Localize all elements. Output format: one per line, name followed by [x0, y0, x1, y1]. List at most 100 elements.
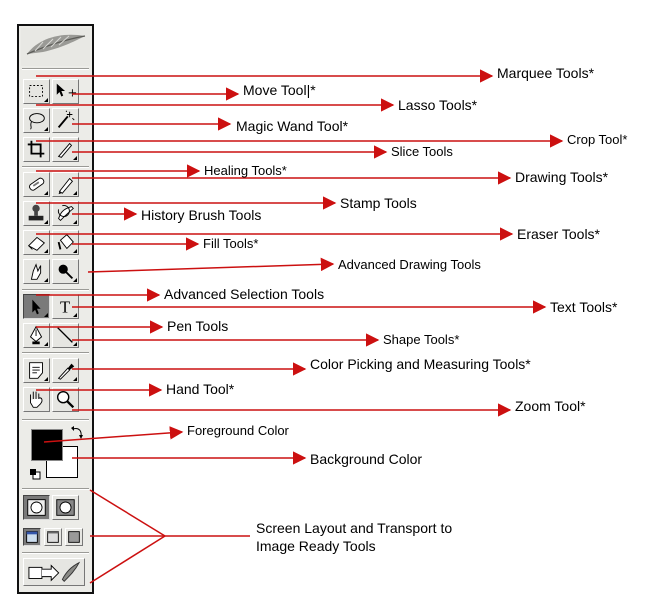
toolbox-separator [22, 289, 89, 291]
standard-mode-icon [27, 499, 46, 516]
paint-bucket-icon [57, 234, 74, 250]
smudge-tool[interactable] [23, 259, 50, 284]
stamp-icon [28, 204, 44, 221]
pencil-tool[interactable] [52, 172, 79, 197]
line-icon [57, 327, 73, 343]
move-icon [56, 83, 77, 97]
pencil-icon [58, 177, 74, 195]
jump-to-imageready-button[interactable] [23, 558, 85, 586]
move-tool[interactable] [52, 79, 79, 104]
standard-mode-button[interactable] [23, 495, 50, 520]
notes-icon [29, 362, 43, 379]
toolbox-separator [22, 488, 89, 490]
label-move-tool-asterisk: * [310, 82, 316, 98]
jump-to-imageready-icon [28, 561, 81, 582]
toolbox-separator [22, 552, 89, 554]
eyedropper-tool[interactable] [52, 358, 79, 383]
path-selection-icon [32, 299, 41, 315]
toolbox-separator [22, 352, 89, 354]
label-crop-tool: Crop Tool* [567, 132, 628, 147]
dodge-tool[interactable] [52, 259, 79, 284]
text-cursor: | [306, 82, 311, 98]
label-magic-wand-tool: Magic Wand Tool* [236, 118, 349, 134]
magic-wand-icon [57, 110, 75, 128]
label-hand-tool: Hand Tool* [166, 381, 235, 397]
eraser-tool[interactable] [23, 230, 50, 255]
toolbox-separator [22, 166, 89, 168]
magic-wand-tool[interactable] [52, 108, 79, 133]
label-move-tool: Move Tool|* [243, 83, 316, 97]
bracket-line-3 [89, 535, 166, 584]
label-text-tools: Text Tools* [550, 299, 618, 315]
marquee-tool[interactable] [23, 79, 50, 104]
pen-icon [29, 325, 43, 345]
eyedropper-icon [57, 363, 75, 380]
type-icon: T [60, 297, 70, 316]
screen-mode-full-menu-button[interactable] [44, 528, 62, 546]
crop-icon [27, 140, 45, 158]
label-marquee-tools: Marquee Tools* [497, 65, 595, 81]
paint-bucket-tool[interactable] [52, 230, 79, 255]
label-slice-tools: Slice Tools [391, 144, 453, 159]
zoom-tool[interactable] [52, 387, 79, 412]
label-zoom-tool: Zoom Tool* [515, 398, 586, 414]
label-screen-layout: Screen Layout and Transport to Image Rea… [256, 519, 452, 555]
label-color-picking-tools: Color Picking and Measuring Tools* [310, 356, 531, 372]
history-brush-tool[interactable] [52, 201, 79, 226]
line-tool[interactable] [52, 323, 79, 348]
path-selection-tool[interactable] [23, 294, 50, 319]
hand-tool[interactable] [23, 387, 50, 412]
toolbox-separator [22, 419, 89, 421]
crop-tool[interactable] [23, 137, 50, 162]
smudge-icon [30, 263, 42, 280]
label-lasso-tools: Lasso Tools* [398, 97, 478, 113]
dodge-icon [58, 264, 74, 280]
lasso-tool[interactable] [23, 108, 50, 133]
eraser-icon [27, 236, 46, 251]
screen-mode-full-menu-icon [47, 531, 59, 543]
label-foreground-color: Foreground Color [187, 423, 289, 438]
swap-colors-icon[interactable] [70, 426, 84, 440]
slice-tool[interactable] [52, 137, 79, 162]
label-drawing-tools: Drawing Tools* [515, 169, 609, 185]
notes-tool[interactable] [23, 358, 50, 383]
label-fill-tools: Fill Tools* [203, 236, 259, 251]
label-stamp-tools: Stamp Tools [340, 195, 417, 211]
label-shape-tools: Shape Tools* [383, 332, 460, 347]
pen-tool[interactable] [23, 323, 50, 348]
hand-icon [30, 391, 43, 408]
foreground-color-swatch[interactable] [31, 429, 63, 461]
label-eraser-tools: Eraser Tools* [517, 226, 601, 242]
default-colors-icon[interactable] [29, 467, 41, 480]
screen-mode-full-icon [68, 531, 80, 543]
type-tool-glyph: T [60, 297, 70, 316]
stamp-tool[interactable] [23, 201, 50, 226]
history-brush-icon [57, 204, 75, 222]
healing-brush-icon [29, 177, 45, 191]
label-advanced-drawing-tools: Advanced Drawing Tools [338, 257, 481, 272]
quickmask-mode-button[interactable] [52, 495, 79, 520]
screen-mode-full-button[interactable] [65, 528, 83, 546]
label-move-tool-text: Move Tool [243, 82, 307, 98]
zoom-icon [56, 390, 75, 409]
label-pen-tools: Pen Tools [167, 318, 229, 334]
marquee-icon [29, 85, 43, 98]
screen-mode-standard-button[interactable] [23, 528, 41, 546]
screen-mode-standard-icon [26, 531, 38, 543]
quickmask-mode-icon [56, 499, 75, 516]
label-healing-tools: Healing Tools* [204, 163, 287, 178]
slice-icon [57, 142, 73, 158]
label-screen-layout-line2: Image Ready Tools [256, 538, 376, 554]
label-screen-layout-line1: Screen Layout and Transport to [256, 520, 453, 536]
feather-logo[interactable] [21, 28, 90, 66]
label-background-color: Background Color [310, 451, 423, 467]
lasso-icon [29, 113, 45, 130]
label-advanced-selection-tools: Advanced Selection Tools [164, 286, 325, 302]
label-history-brush-tools: History Brush Tools [141, 207, 262, 223]
arrow-advanced-drawing [87, 257, 335, 273]
toolbox-separator [22, 68, 89, 70]
bracket-line-1 [89, 489, 166, 537]
type-tool[interactable]: T [52, 294, 79, 319]
healing-tool[interactable] [23, 172, 50, 197]
